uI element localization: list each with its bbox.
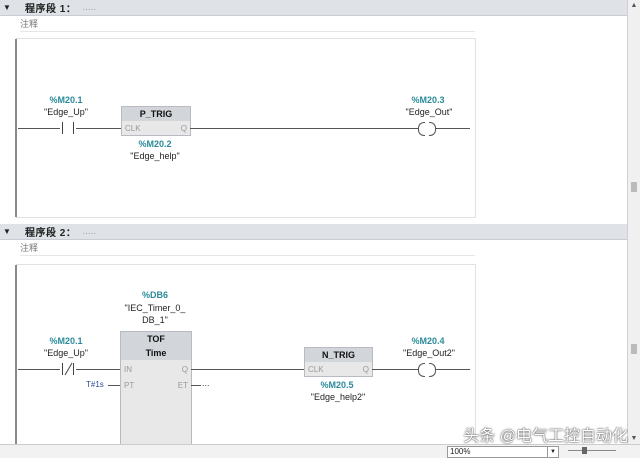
scrollbar-thumb-2[interactable]: [631, 344, 637, 354]
zoom-select[interactable]: 100% ▼: [447, 446, 559, 458]
tof-timer-block[interactable]: TOF Time IN Q PT ET: [120, 331, 192, 445]
p-trig-title: P_TRIG: [122, 107, 190, 121]
collapse-network-2-icon[interactable]: ▼: [3, 227, 11, 236]
p-trig-block[interactable]: P_TRIG CLK Q: [121, 106, 191, 136]
timer-db-name-2: DB_1": [142, 315, 168, 325]
watermark: 头条 @电气工控自动化: [463, 428, 628, 445]
scroll-up-icon[interactable]: ▲: [630, 2, 638, 9]
rung-2-wire-d: [372, 369, 418, 370]
n-trig-operand: "Edge_help2": [310, 392, 366, 402]
network-1-title: 程序段 1：: [25, 4, 77, 15]
coil-edge-out2[interactable]: [418, 363, 436, 377]
tof-in-pin: IN: [124, 365, 132, 374]
left-power-rail-2: [15, 265, 17, 446]
tof-pt-value[interactable]: T#1s: [86, 380, 104, 389]
n-trig-clk-pin: CLK: [308, 365, 324, 374]
tof-et-pin: ET: [177, 381, 188, 390]
zoom-slider-knob[interactable]: [582, 447, 587, 454]
rung-1-wire-b: [76, 128, 122, 129]
tof-type: TOF: [147, 334, 165, 344]
vertical-scrollbar[interactable]: ▲ ▼: [627, 0, 640, 445]
left-power-rail: [15, 39, 17, 217]
status-bar: 100% ▼: [0, 444, 640, 458]
network-1-title-input[interactable]: .....: [82, 2, 97, 13]
rung-1-wire-c: [190, 128, 418, 129]
contact-address: %M20.1: [49, 95, 83, 105]
chevron-down-icon[interactable]: ▼: [547, 447, 558, 457]
p-trig-address: %M20.2: [138, 139, 172, 149]
coil-address: %M20.3: [411, 95, 445, 105]
network-1-rung-area[interactable]: [15, 38, 476, 218]
p-trig-operand: "Edge_help": [130, 151, 180, 161]
coil-2-name: "Edge_Out2": [403, 348, 455, 358]
contact-edge-up-negated[interactable]: [60, 363, 76, 375]
contact-edge-up[interactable]: [60, 122, 76, 134]
coil-2-address: %M20.4: [411, 336, 445, 346]
rung-2-wire-c: [191, 369, 304, 370]
tof-title: TOF Time: [121, 332, 191, 360]
timer-db-address: %DB6: [141, 290, 168, 300]
tof-subtype: Time: [145, 348, 167, 358]
network-2-comment[interactable]: 注释: [20, 241, 475, 256]
network-2-header[interactable]: ▼ 程序段 2： .....: [0, 224, 628, 240]
zoom-value: 100%: [450, 447, 471, 456]
scrollbar-thumb-1[interactable]: [631, 182, 637, 192]
n-trig-title: N_TRIG: [305, 348, 372, 362]
rung-1-wire-d: [436, 128, 470, 129]
n-trig-block[interactable]: N_TRIG CLK Q: [304, 347, 373, 377]
contact-name: "Edge_Up": [44, 107, 88, 117]
contact-2-address: %M20.1: [49, 336, 83, 346]
coil-name: "Edge_Out": [405, 107, 453, 117]
tof-et-dots[interactable]: ...: [202, 378, 210, 388]
rung-1-wire-a: [18, 128, 60, 129]
n-trig-address: %M20.5: [320, 380, 354, 390]
timer-db-name-1: "IEC_Timer_0_: [124, 303, 186, 313]
et-wire: [191, 385, 201, 386]
network-2-title: 程序段 2：: [25, 228, 77, 239]
rung-2-wire-e: [436, 369, 470, 370]
network-1-comment[interactable]: 注释: [20, 17, 475, 32]
n-trig-q-pin: Q: [362, 365, 369, 374]
network-1-header[interactable]: ▼ 程序段 1： .....: [0, 0, 628, 16]
collapse-network-1-icon[interactable]: ▼: [3, 3, 11, 12]
tof-pt-pin: PT: [124, 381, 135, 390]
rung-2-wire-b: [76, 369, 120, 370]
scroll-down-icon[interactable]: ▼: [630, 435, 638, 442]
pt-wire: [108, 385, 120, 386]
contact-2-name: "Edge_Up": [44, 348, 88, 358]
p-trig-q-pin: Q: [180, 124, 187, 133]
coil-edge-out[interactable]: [418, 122, 436, 136]
p-trig-clk-pin: CLK: [125, 124, 141, 133]
rung-2-wire-a: [18, 369, 60, 370]
zoom-slider[interactable]: [568, 447, 616, 454]
network-2-title-input[interactable]: .....: [82, 226, 97, 237]
tof-q-pin: Q: [181, 365, 188, 374]
